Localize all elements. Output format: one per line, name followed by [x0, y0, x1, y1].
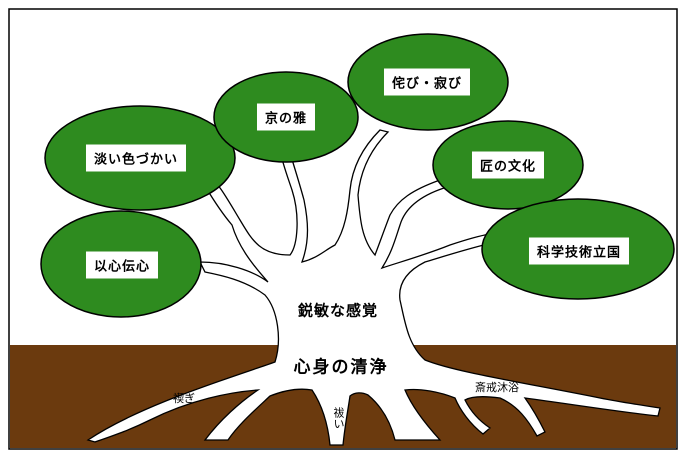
leaf-label-ishin-denshin: 以心伝心: [85, 251, 159, 279]
leaf-label-takumi-bunka: 匠の文化: [471, 151, 545, 179]
trunk-label-purity: 心身の清浄: [293, 357, 389, 378]
leaf-label-wabi-sabi: 侘び・寂び: [383, 68, 471, 96]
tree-trunk-and-roots: [86, 129, 661, 446]
leaf-label-kyo-no-miyabi: 京の雅: [256, 103, 316, 131]
root-label-harai: 祓い: [332, 407, 345, 429]
root-label-misogi: 禊ぎ: [173, 392, 195, 405]
trunk-label-sensitivity: 鋭敏な感覚: [297, 301, 379, 320]
root-label-saikai: 斎戒沐浴: [475, 381, 519, 394]
leaf-label-awai-irozukai: 淡い色づかい: [85, 144, 187, 172]
leaf-label-kagaku-gijutsu: 科学技術立国: [528, 237, 630, 265]
